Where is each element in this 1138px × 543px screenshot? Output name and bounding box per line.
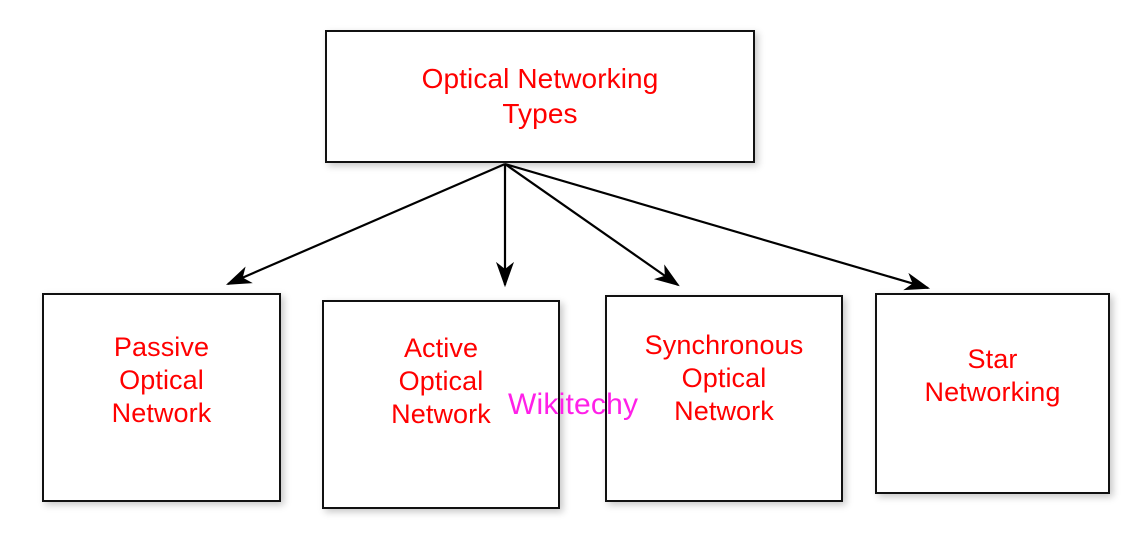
node-active-optical-network[interactable]: Active Optical Network bbox=[322, 300, 560, 509]
node-optical-networking-types[interactable]: Optical Networking Types bbox=[325, 30, 755, 163]
node-label-active-optical-network: Active Optical Network bbox=[391, 333, 491, 429]
node-label-root: Optical Networking Types bbox=[421, 63, 659, 129]
node-label-star-networking: Star Networking bbox=[924, 344, 1061, 407]
node-star-networking[interactable]: Star Networking bbox=[875, 293, 1110, 494]
node-label-passive-optical-network: Passive Optical Network bbox=[111, 332, 212, 428]
node-label-synchronous-optical-network: Synchronous Optical Network bbox=[644, 330, 804, 426]
node-synchronous-optical-network[interactable]: Synchronous Optical Network bbox=[605, 295, 843, 502]
connector-root-to-passive-optical-network bbox=[225, 162, 506, 286]
connector-root-to-synchronous-optical-network bbox=[504, 163, 680, 287]
watermark-wikitechy: Wikitechy bbox=[508, 388, 639, 421]
node-passive-optical-network[interactable]: Passive Optical Network bbox=[42, 293, 281, 502]
connector-root-to-star-networking bbox=[504, 162, 931, 291]
